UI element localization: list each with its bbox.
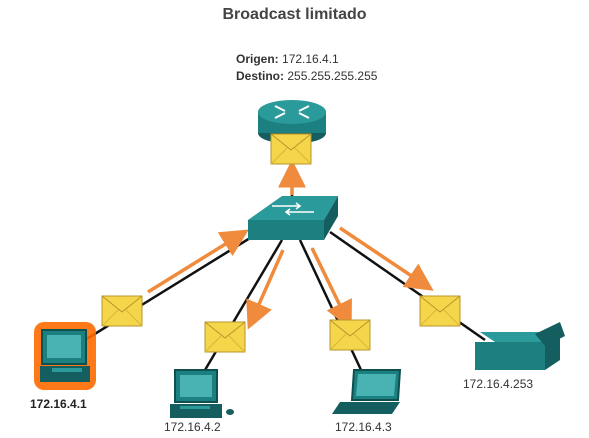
source-pc-icon [34, 322, 96, 390]
pc2-label: 172.16.4.2 [164, 420, 221, 434]
printer-label: 172.16.4.253 [463, 377, 534, 391]
envelope-router [270, 133, 312, 165]
destination-line: Destino: 255.255.255.255 [236, 69, 377, 83]
switch-icon [248, 196, 338, 240]
origin-value: 172.16.4.1 [282, 52, 339, 66]
destination-label: Destino: [236, 69, 284, 83]
origin-label: Origen: [236, 52, 279, 66]
link-switch-laptop3 [298, 239, 364, 373]
arrow-switch-to-pc2 [246, 249, 285, 330]
envelope-laptop3 [329, 319, 371, 351]
diagram-title: Broadcast limitado [222, 6, 367, 23]
printer-icon [475, 322, 565, 370]
source-pc-label: 172.16.4.1 [30, 397, 87, 411]
destination-value: 255.255.255.255 [287, 69, 378, 83]
envelope-pc1 [101, 295, 143, 327]
pc2-icon [170, 369, 234, 418]
broadcast-arrows [147, 159, 434, 330]
arrow-switch-to-laptop3 [310, 247, 352, 330]
origin-line: Origen: 172.16.4.1 [236, 52, 339, 66]
laptop3-label: 172.16.4.3 [335, 420, 392, 434]
laptop3-icon [332, 369, 402, 414]
envelope-printer [419, 295, 461, 327]
envelope-pc2 [204, 321, 246, 353]
arrow-switch-to-printer [339, 226, 434, 291]
arrow-pc1-to-switch [147, 229, 249, 294]
